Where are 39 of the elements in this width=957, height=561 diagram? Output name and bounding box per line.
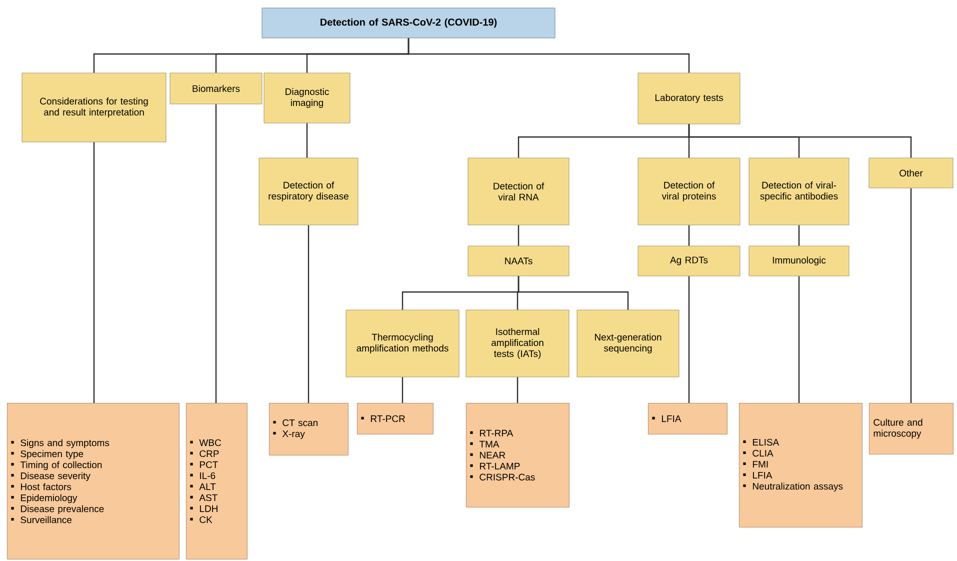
connector-line [910,188,912,403]
category-box: Other [868,158,954,188]
category-box: Biomarkers [170,72,262,104]
connector-line [688,124,912,158]
connector-line [688,225,690,246]
category-box: Immunologic [748,246,850,276]
connector-line [798,225,800,246]
connector-line [93,142,95,403]
method-box: Culture and microscopy [869,402,954,454]
connector-line [408,38,690,73]
category-box: Detection of viral-specific antibodies [748,158,850,226]
title-box: Detection of SARS-CoV-2 (COVID-19) [262,8,556,38]
list-box: RT-RPA TMA NEAR RT-LAMP CRISPR-Cas [466,402,570,508]
connector-line [306,123,308,158]
connector-line [402,377,404,403]
category-box: Detection of viral proteins [638,158,740,226]
category-box: Considerations for testing and result interpretation [22,72,166,142]
connector-line [518,225,520,246]
category-box: Laboratory tests [638,72,740,124]
category-box: NAATs [468,246,570,276]
connector-line [308,225,310,403]
connector-line [518,276,629,310]
connector-line [516,377,518,403]
category-box: Thermocycling amplification methods [346,310,460,378]
connector-line [215,104,217,403]
category-box: Isothermal amplification tests (IATs) [466,310,570,378]
list-box: WBC CRP PCT IL-6 ALT AST LDH CK [186,402,248,560]
list-box: Signs and symptoms Specimen type Timing of collection Disease severity Host factors Epidemiology Disease prevalence Surveillance [7,402,180,560]
list-box: RT-PCR [357,402,434,434]
category-box: Diagnostic imaging [264,72,350,124]
list-box: CT scan X-ray [269,402,348,456]
category-box: Detection of respiratory disease [258,158,358,226]
connector-line [798,276,800,403]
category-box: Next-generation sequencing [576,310,680,378]
category-box: Detection of viral RNA [468,158,570,226]
connector-line [688,276,690,403]
list-box: LFIA [648,402,728,434]
category-box: Ag RDTs [638,246,740,276]
list-box: ELISA CLIA FMI LFIA Neutralization assays [739,402,862,528]
